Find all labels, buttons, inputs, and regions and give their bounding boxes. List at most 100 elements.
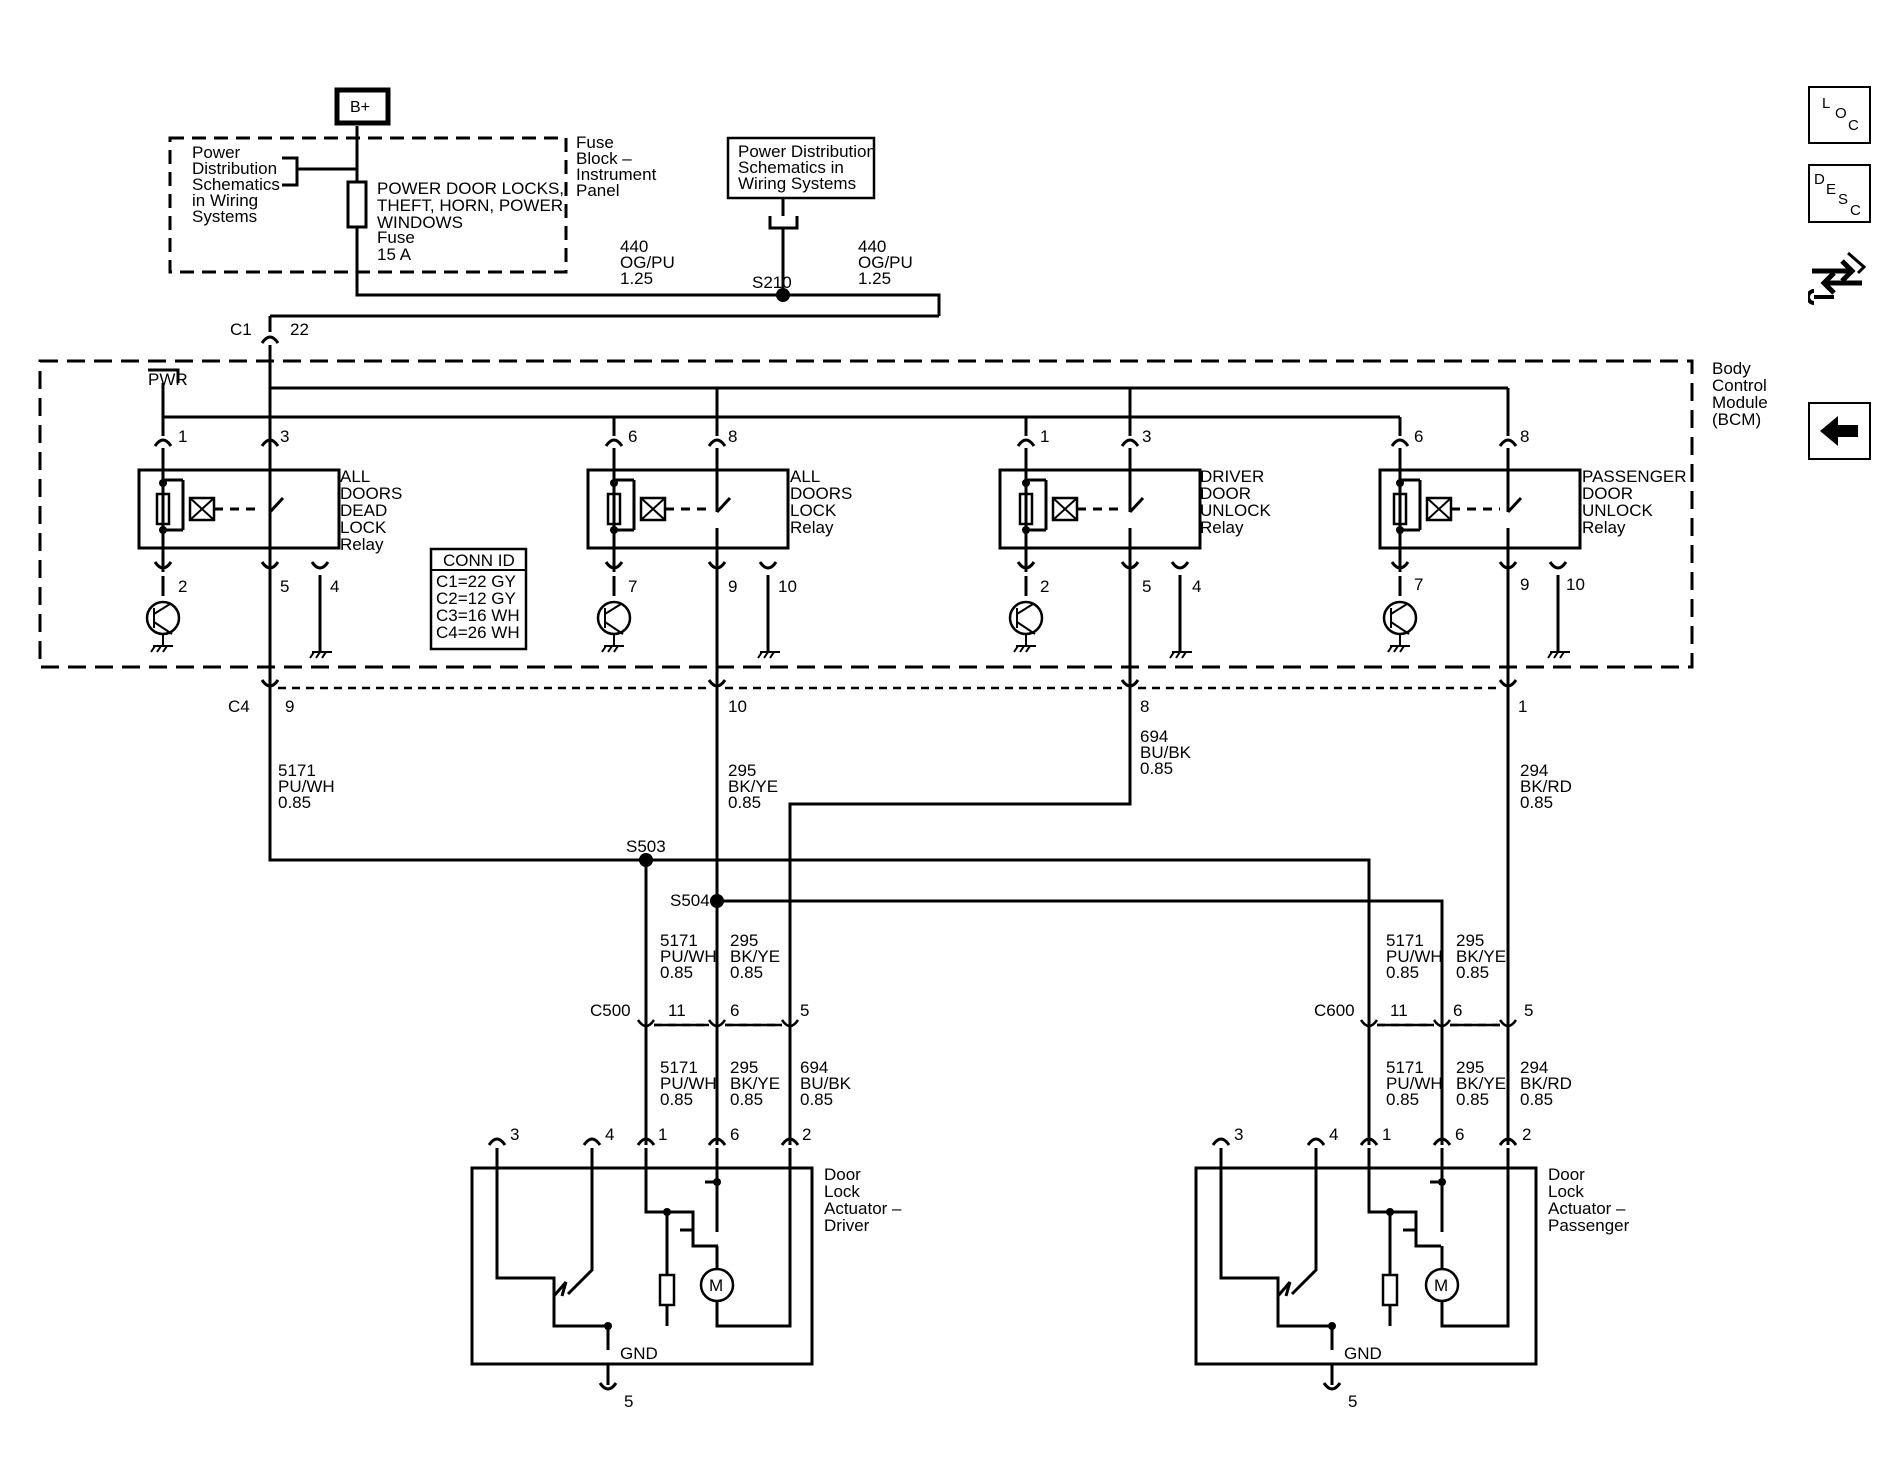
relay-1-pin-1: 1 bbox=[178, 427, 187, 446]
passenger-pin-4: 4 bbox=[1329, 1125, 1338, 1144]
c500-pin-5: 5 bbox=[800, 1001, 809, 1020]
relay-1-pin-2: 2 bbox=[178, 577, 187, 596]
relay-all-doors-deadlock bbox=[137, 417, 341, 659]
svg-text:D: D bbox=[1814, 171, 1825, 188]
relay-2-pin-6: 6 bbox=[628, 427, 637, 446]
wire-5171-lower-passenger: 5171 PU/WH 0.85 bbox=[1386, 1058, 1447, 1109]
c600-label: C600 bbox=[1314, 1001, 1355, 1020]
back-button[interactable] bbox=[1808, 402, 1871, 460]
relay-1-name: ALL DOORS DEAD LOCK Relay bbox=[340, 467, 407, 554]
relay-3-pin-4: 4 bbox=[1192, 577, 1201, 596]
wire-295-upper: 295 BK/YE 0.85 bbox=[728, 761, 783, 812]
relay-2-pin-8: 8 bbox=[728, 427, 737, 446]
fuse-type-label: Fuse bbox=[377, 228, 415, 247]
conn-id-rows: C1=22 GY C2=12 GY C3=16 WH C4=26 WH bbox=[436, 572, 524, 642]
splice-s503-dot bbox=[639, 853, 653, 867]
c500-label: C500 bbox=[590, 1001, 631, 1020]
driver-actuator-label: Door Lock Actuator – Driver bbox=[824, 1165, 906, 1235]
pds-left-label: Power Distribution Schematics in Wiring … bbox=[192, 143, 285, 226]
bplus-label: B+ bbox=[350, 99, 370, 116]
relay-4-pin-9: 9 bbox=[1520, 575, 1529, 594]
bplus-box bbox=[334, 87, 391, 126]
desc-button[interactable]: D E S C bbox=[1808, 164, 1871, 223]
c4-pin-9: 9 bbox=[285, 697, 294, 716]
wire-5171-upper: 5171 PU/WH 0.85 bbox=[278, 761, 339, 812]
relay-3-pin-5: 5 bbox=[1142, 577, 1151, 596]
loc-button[interactable]: L O C bbox=[1808, 86, 1871, 144]
relay-4-pin-8: 8 bbox=[1520, 427, 1529, 446]
wire-295-mid-passenger: 295 BK/YE 0.85 bbox=[1456, 931, 1511, 982]
relay-all-doors-lock bbox=[586, 388, 790, 659]
wire-694-lower-driver: 694 BU/BK 0.85 bbox=[800, 1058, 856, 1109]
passenger-actuator-label: Door Lock Actuator – Passenger bbox=[1548, 1165, 1630, 1235]
wire-294-upper: 294 BK/RD 0.85 bbox=[1520, 761, 1577, 812]
splice-s210-dot bbox=[776, 288, 790, 302]
wire-440-left: 440 OG/PU 1.25 bbox=[620, 237, 680, 288]
relay-2-pin-7: 7 bbox=[628, 577, 637, 596]
relay-4-pin-7: 7 bbox=[1414, 575, 1423, 594]
fuse-symbol bbox=[346, 180, 368, 229]
wire-294-lower-passenger: 294 BK/RD 0.85 bbox=[1520, 1058, 1577, 1109]
wire-5171-mid-passenger: 5171 PU/WH 0.85 bbox=[1386, 931, 1447, 982]
driver-pin-4: 4 bbox=[605, 1125, 614, 1144]
back-arrow-icon bbox=[1820, 416, 1858, 446]
driver-motor-symbol: M bbox=[709, 1276, 723, 1295]
relay-2-pin-9: 9 bbox=[728, 577, 737, 596]
relay-1-pin-5: 5 bbox=[280, 577, 289, 596]
desc-icon: D E S C bbox=[1814, 171, 1861, 219]
relay-4-name: PASSENGER DOOR UNLOCK Relay bbox=[1582, 467, 1691, 537]
conn-id-box bbox=[429, 547, 528, 651]
relay-3-pin-2: 2 bbox=[1040, 577, 1049, 596]
pds-right-label: Power Distribution Schematics in Wiring … bbox=[738, 142, 881, 193]
relay-2-pin-10: 10 bbox=[778, 577, 797, 596]
passenger-pin-3: 3 bbox=[1234, 1125, 1243, 1144]
passenger-pin-2: 2 bbox=[1522, 1125, 1531, 1144]
wire-694-upper: 694 BU/BK 0.85 bbox=[1140, 727, 1196, 778]
driver-pin-3: 3 bbox=[510, 1125, 519, 1144]
conn-id-title: CONN ID bbox=[443, 551, 515, 570]
relay-3-pin-3: 3 bbox=[1142, 427, 1151, 446]
passenger-pin-1: 1 bbox=[1382, 1125, 1391, 1144]
svg-text:L: L bbox=[1822, 95, 1830, 112]
driver-pin-1: 1 bbox=[658, 1125, 667, 1144]
wire-440-right: 440 OG/PU 1.25 bbox=[858, 237, 918, 288]
loc-icon: L O C bbox=[1822, 95, 1859, 134]
passenger-motor-symbol: M bbox=[1434, 1276, 1448, 1295]
fuse-rating-label: 15 A bbox=[377, 245, 412, 264]
door-lock-actuator-passenger bbox=[1194, 1137, 1538, 1391]
connector-tool-button[interactable] bbox=[1806, 247, 1870, 307]
wire-295-mid-driver: 295 BK/YE 0.85 bbox=[730, 931, 785, 982]
driver-gnd-pin: 5 bbox=[624, 1392, 633, 1411]
c4-label: C4 bbox=[228, 697, 250, 716]
wire-5171-lower-driver: 5171 PU/WH 0.85 bbox=[660, 1058, 721, 1109]
bcm-label: Body Control Module (BCM) bbox=[1712, 359, 1773, 429]
c500-pin-6: 6 bbox=[730, 1001, 739, 1020]
driver-gnd-label: GND bbox=[620, 1344, 658, 1363]
c500-pin-11: 11 bbox=[668, 1001, 686, 1020]
c1-pin-label: 22 bbox=[290, 320, 309, 339]
passenger-gnd-pin: 5 bbox=[1348, 1392, 1357, 1411]
relay-1-pin-3: 3 bbox=[280, 427, 289, 446]
fuse-name-label: POWER DOOR LOCKS, THEFT, HORN, POWER WIN… bbox=[377, 179, 569, 232]
fuse-block-outline bbox=[168, 136, 568, 274]
splice-s210-label: S210 bbox=[752, 273, 792, 292]
splice-s504-dot bbox=[710, 894, 724, 908]
svg-text:C: C bbox=[1848, 117, 1859, 134]
svg-text:O: O bbox=[1835, 105, 1847, 122]
relay-driver-door-unlock bbox=[998, 388, 1202, 659]
svg-text:E: E bbox=[1826, 181, 1836, 198]
splice-s504-label: S504 bbox=[670, 891, 710, 910]
door-lock-actuator-driver bbox=[470, 1137, 814, 1391]
wire-295-lower-driver: 295 BK/YE 0.85 bbox=[730, 1058, 785, 1109]
bcm-outline bbox=[38, 359, 1694, 669]
passenger-pin-6: 6 bbox=[1455, 1125, 1464, 1144]
wire-295-lower-passenger: 295 BK/YE 0.85 bbox=[1456, 1058, 1511, 1109]
c1-label: C1 bbox=[230, 320, 252, 339]
c4-pin-8: 8 bbox=[1140, 697, 1149, 716]
connector-wrench-icon bbox=[1806, 251, 1867, 305]
driver-pin-6: 6 bbox=[730, 1125, 739, 1144]
relay-3-pin-1: 1 bbox=[1040, 427, 1049, 446]
c4-pin-1: 1 bbox=[1518, 697, 1527, 716]
c600-pin-11: 11 bbox=[1390, 1001, 1408, 1020]
